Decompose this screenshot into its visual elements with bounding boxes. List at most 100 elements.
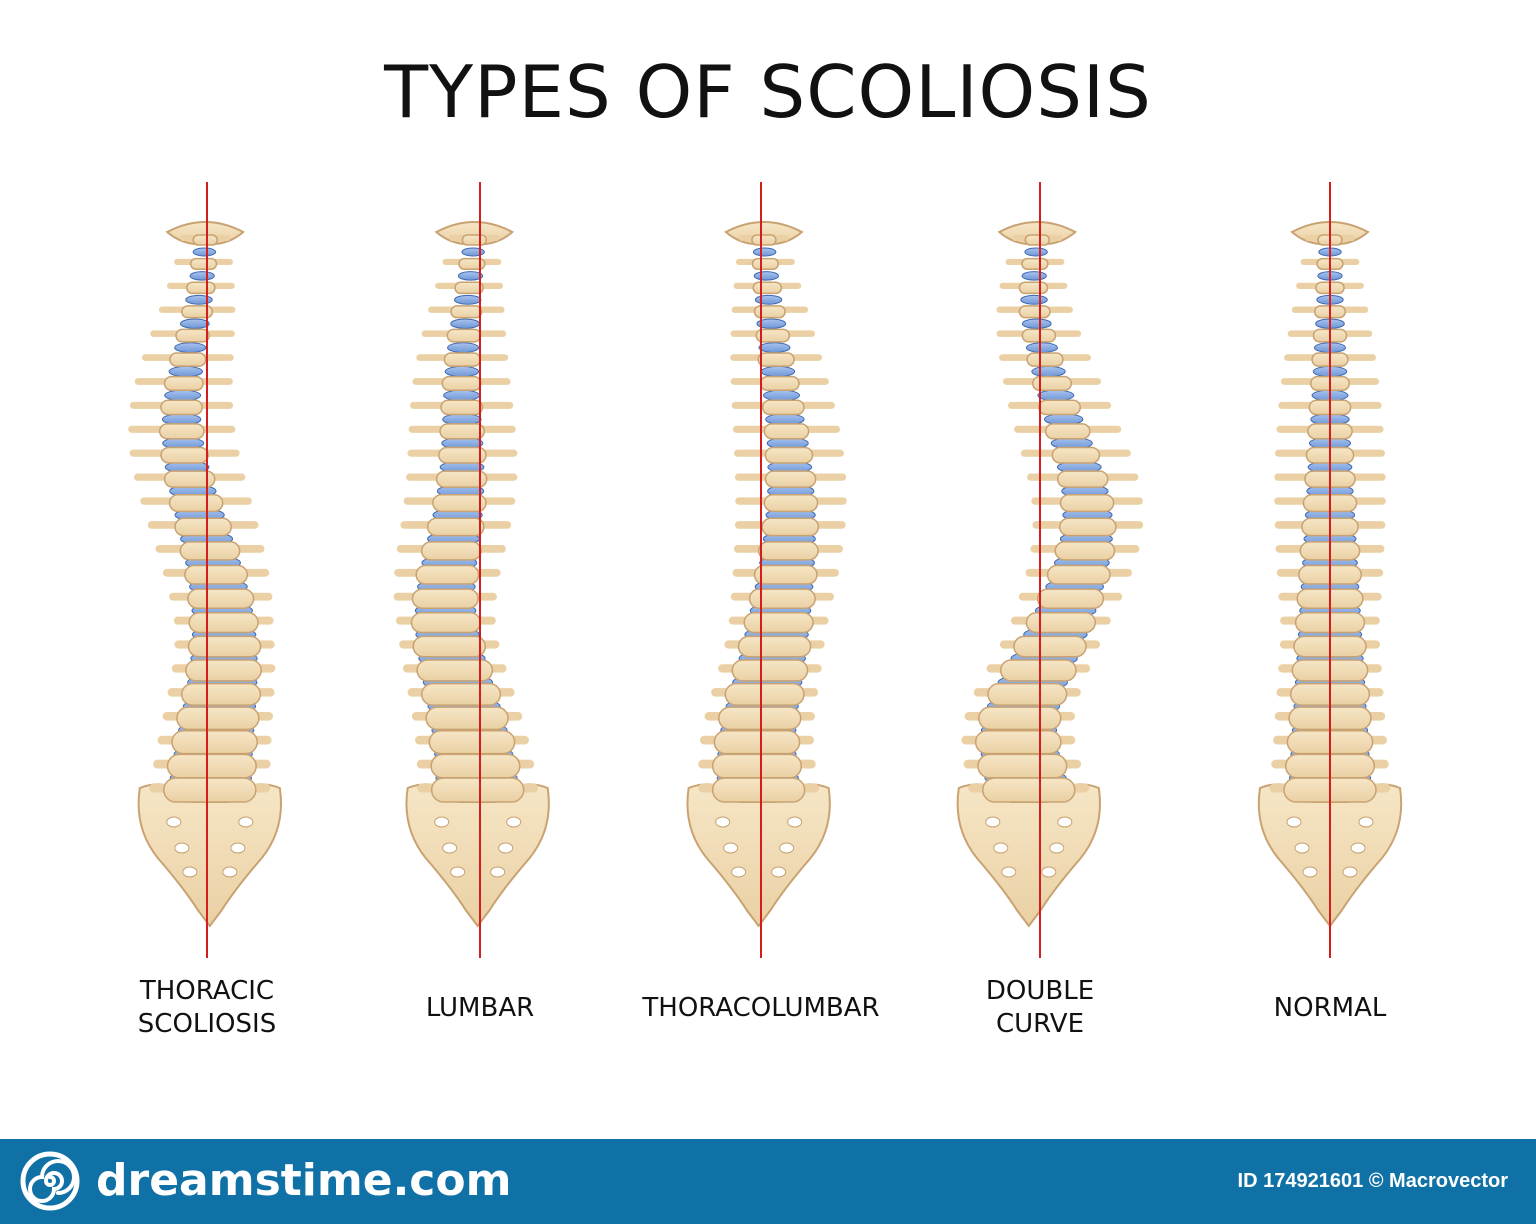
intervertebral-disc bbox=[1021, 271, 1047, 281]
sacral-foramen bbox=[787, 816, 803, 828]
sacral-foramen bbox=[174, 842, 190, 854]
intervertebral-disc bbox=[756, 318, 787, 329]
intervertebral-disc bbox=[189, 271, 215, 281]
vertebra bbox=[158, 423, 205, 440]
vertebra bbox=[438, 446, 487, 464]
sacral-foramen bbox=[723, 842, 739, 854]
vertebra bbox=[743, 611, 814, 634]
intervertebral-disc bbox=[461, 247, 485, 257]
vertebra bbox=[179, 541, 241, 561]
intervertebral-disc bbox=[758, 342, 791, 353]
spine-diagram bbox=[128, 182, 1403, 958]
sacrum bbox=[686, 783, 831, 928]
spine-double bbox=[956, 182, 1144, 958]
vertebra bbox=[181, 682, 262, 706]
vertebra bbox=[751, 234, 777, 246]
intervertebral-disc bbox=[752, 247, 777, 257]
vertebra bbox=[755, 328, 791, 343]
sacral-foramen bbox=[1057, 816, 1073, 828]
vertebra bbox=[764, 470, 817, 488]
vertebra bbox=[432, 493, 487, 513]
vertebra bbox=[185, 659, 262, 682]
vertebra bbox=[169, 352, 207, 367]
sacral-foramen bbox=[779, 842, 795, 854]
sacral-foramen bbox=[222, 866, 238, 878]
vertebra bbox=[987, 682, 1068, 706]
sacral-foramen bbox=[985, 816, 1001, 828]
vertebra bbox=[174, 517, 232, 537]
sacral-foramen bbox=[434, 816, 450, 828]
spine-label-normal: NORMAL bbox=[1273, 992, 1387, 1023]
spine-lumbar bbox=[393, 182, 550, 958]
vertebra bbox=[1058, 517, 1117, 537]
vertebra bbox=[977, 753, 1068, 779]
vertebra bbox=[737, 635, 812, 658]
vertebra bbox=[1025, 611, 1096, 634]
vertebra bbox=[1013, 635, 1087, 658]
vertebra bbox=[186, 281, 216, 295]
vertebra bbox=[443, 352, 481, 367]
intervertebral-disc bbox=[450, 318, 480, 329]
vertebra bbox=[176, 706, 260, 731]
vertebra bbox=[1018, 281, 1049, 295]
vertebra bbox=[416, 659, 494, 682]
vertebra bbox=[421, 682, 502, 706]
sacral-foramen bbox=[1049, 842, 1065, 854]
sacral-foramen bbox=[1358, 816, 1374, 828]
vertebra bbox=[454, 281, 484, 295]
dreamstime-spiral-icon bbox=[20, 1151, 80, 1211]
sacral-foramen bbox=[993, 842, 1009, 854]
vertebra bbox=[420, 541, 482, 561]
intervertebral-disc bbox=[447, 342, 480, 353]
sacrum bbox=[956, 783, 1101, 928]
vertebra bbox=[188, 611, 259, 634]
vertebra bbox=[763, 423, 810, 440]
sacral-foramen bbox=[490, 866, 506, 878]
sacral-foramen bbox=[238, 816, 254, 828]
vertebra bbox=[163, 375, 204, 392]
intervertebral-disc bbox=[1024, 247, 1048, 257]
sacral-foramen bbox=[506, 816, 522, 828]
vertebra bbox=[752, 281, 783, 295]
vertebra bbox=[168, 493, 224, 513]
intervertebral-disc bbox=[1020, 294, 1048, 305]
vertebra bbox=[711, 753, 803, 779]
vertebra bbox=[1026, 352, 1064, 367]
vertebra bbox=[757, 352, 795, 367]
spine-label-lumbar: LUMBAR bbox=[425, 992, 535, 1023]
brand-name: dreamstime.com bbox=[96, 1155, 512, 1206]
vertebra bbox=[1032, 375, 1073, 392]
intervertebral-disc bbox=[444, 365, 480, 378]
vertebra bbox=[759, 375, 800, 392]
vertebra bbox=[758, 541, 819, 561]
sacral-foramen bbox=[771, 866, 787, 878]
vertebra bbox=[181, 305, 214, 319]
sacral-foramen bbox=[1302, 866, 1318, 878]
vertebra bbox=[999, 659, 1077, 682]
diagram-title: TYPES OF SCOLIOSIS bbox=[384, 50, 1152, 134]
spine-label-thoracolumbar: THORACOLUMBAR bbox=[642, 992, 880, 1023]
intervertebral-disc bbox=[1025, 342, 1058, 353]
intervertebral-disc bbox=[192, 247, 217, 257]
vertebra bbox=[1059, 493, 1115, 513]
vertebra bbox=[175, 328, 210, 343]
sacral-foramen bbox=[1286, 816, 1302, 828]
intervertebral-disc bbox=[1031, 365, 1066, 378]
intervertebral-disc bbox=[754, 294, 783, 305]
sacral-foramen bbox=[166, 816, 182, 828]
vertebra bbox=[412, 635, 487, 658]
vertebra bbox=[411, 588, 479, 610]
vertebra bbox=[751, 257, 780, 270]
vertebra bbox=[160, 399, 203, 416]
intervertebral-disc bbox=[185, 294, 213, 305]
vertebra bbox=[982, 777, 1076, 803]
sacral-foramen bbox=[1041, 866, 1057, 878]
vertebra bbox=[1024, 234, 1051, 246]
intervertebral-disc bbox=[443, 389, 481, 402]
intervertebral-disc bbox=[1021, 318, 1052, 329]
spine-label-thoracic: THORACIC SCOLIOSIS bbox=[137, 976, 277, 1039]
vertebra bbox=[711, 777, 806, 803]
vertebra bbox=[163, 777, 257, 803]
sacral-foramen bbox=[1294, 842, 1310, 854]
intervertebral-disc bbox=[454, 294, 482, 305]
